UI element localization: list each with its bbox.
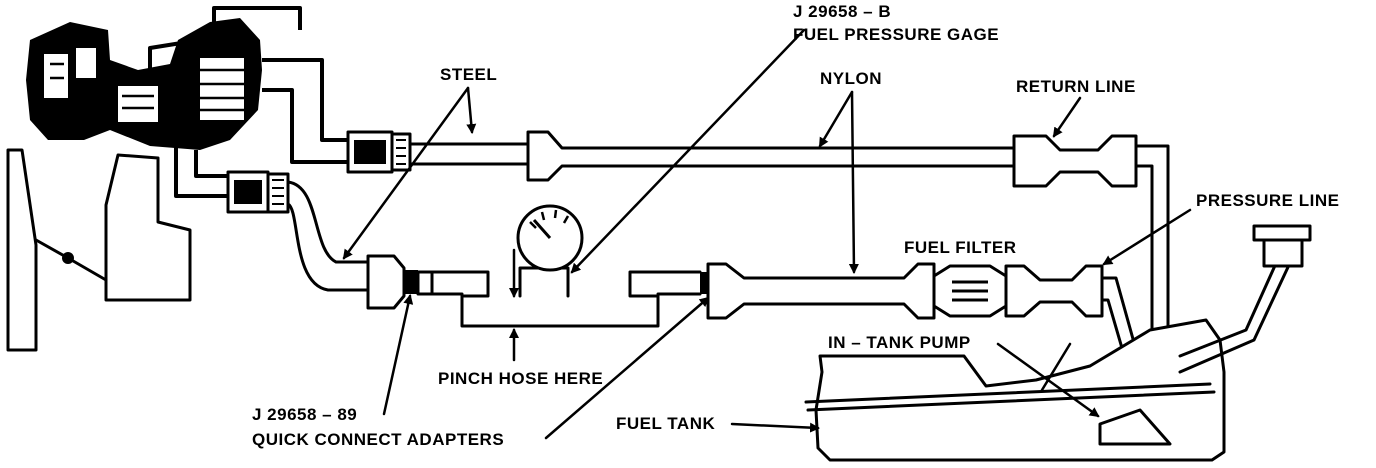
pressure-line-label: PRESSURE LINE [1196, 191, 1339, 210]
steel-label: STEEL [440, 65, 497, 84]
fuel-filter-label: FUEL FILTER [904, 238, 1017, 257]
adapter-part-label: J 29658 – 89 [252, 405, 357, 424]
nylon-label: NYLON [820, 69, 882, 88]
adapter-name-label: QUICK CONNECT ADAPTERS [252, 430, 504, 449]
gage-part-label: J 29658 – B [793, 2, 891, 21]
in-tank-pump-label: IN – TANK PUMP [828, 333, 971, 352]
gage-test-hose [366, 204, 936, 328]
fuel-filter [932, 264, 1170, 442]
nylon-return-line [526, 130, 1170, 342]
pinch-hose-label: PINCH HOSE HERE [438, 369, 603, 388]
fuel-tank [804, 224, 1312, 462]
return-line-label: RETURN LINE [1016, 77, 1136, 96]
fuel-tank-label: FUEL TANK [616, 414, 715, 433]
gage-name-label: FUEL PRESSURE GAGE [793, 25, 999, 44]
engine-assembly [6, 6, 302, 352]
label-leaders [342, 28, 1192, 440]
steel-pressure-line [174, 140, 370, 292]
steel-return-line [262, 58, 530, 174]
